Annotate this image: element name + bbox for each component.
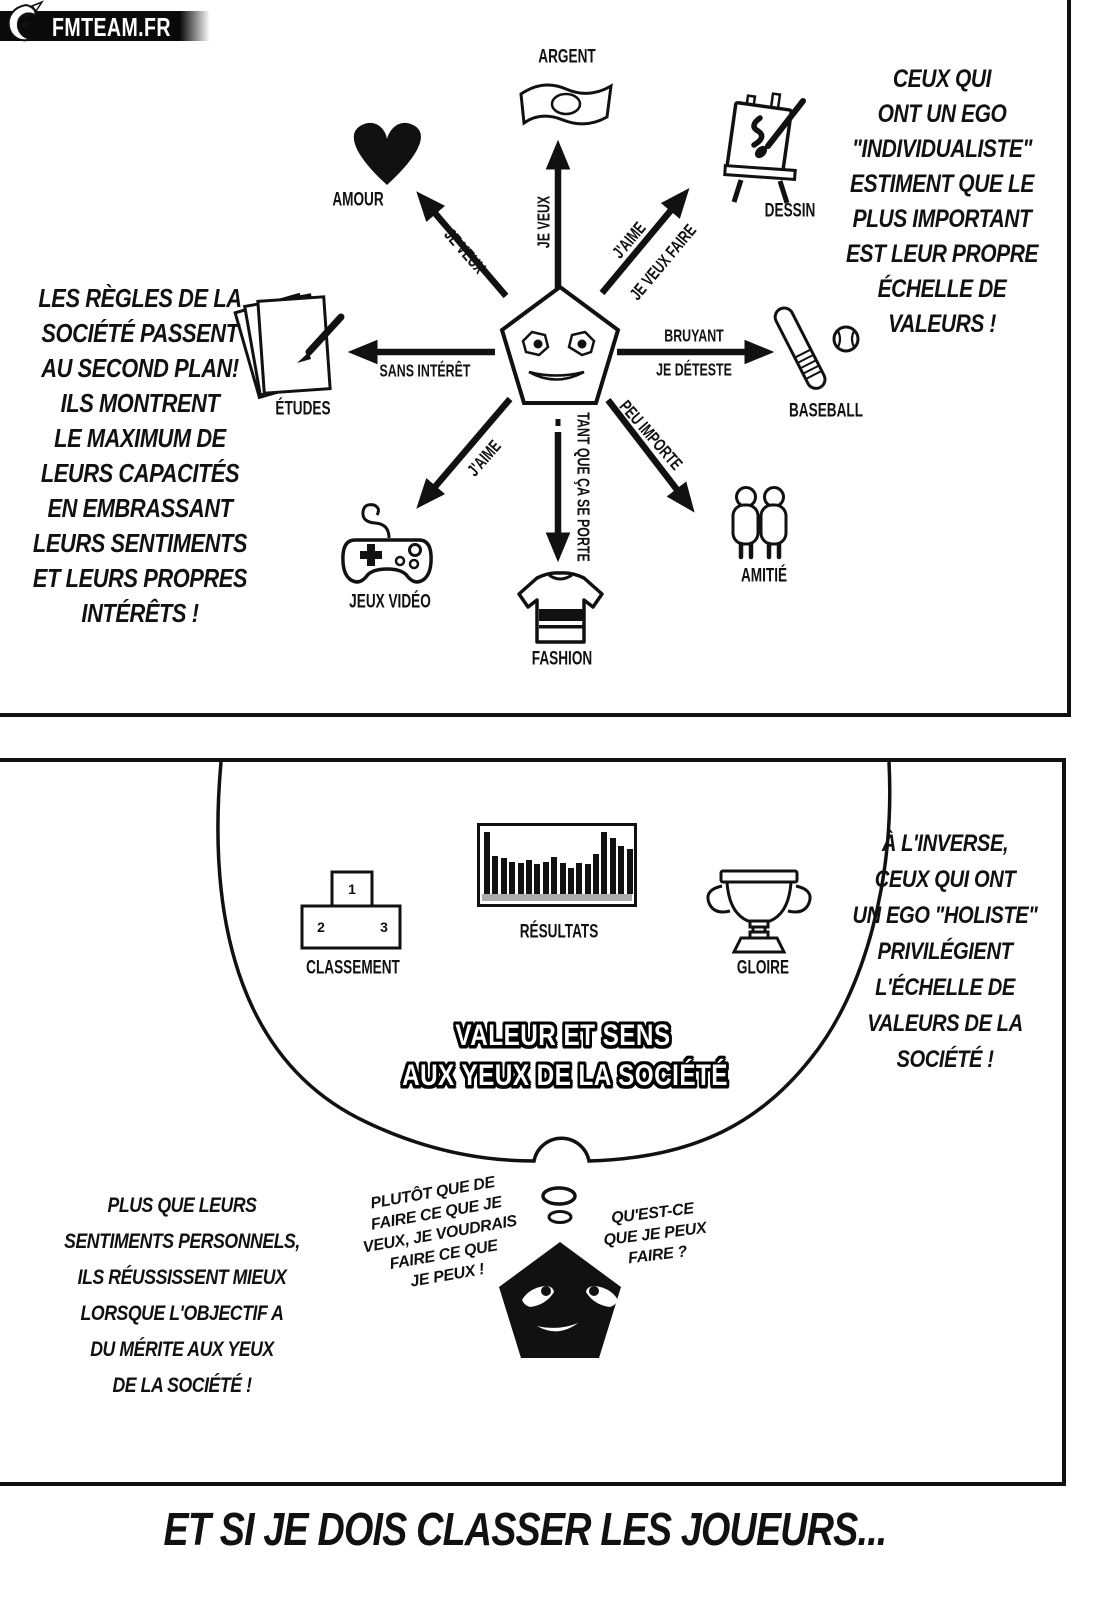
thought-bubble: [216, 761, 892, 1163]
caption-line: L'ÉCHELLE DE: [875, 974, 1015, 1001]
caption-line: LEURS SENTIMENTS: [32, 528, 248, 558]
caption-line: ÉCHELLE DE: [877, 275, 1007, 303]
caption-line: EST LEUR PROPRE: [845, 240, 1039, 268]
panel-1-frame: [0, 0, 1071, 717]
panel2-right-caption: À L'INVERSE, CEUX QUI ONT UN EGO "HOLIST…: [848, 826, 1041, 1078]
caption-line: LEURS CAPACITÉS: [40, 458, 240, 488]
caption-line: CEUX QUI ONT: [874, 866, 1016, 893]
results-chart-icon: [477, 823, 637, 907]
podium-step-1: 1: [348, 881, 356, 897]
baseball-icon: [773, 306, 860, 390]
arrow-label-right-2: JE DÉTESTE: [656, 360, 732, 380]
caption-line: ONT UN EGO: [877, 100, 1007, 128]
caption-line: AU SECOND PLAN!: [41, 353, 239, 383]
easel-icon: [723, 92, 806, 204]
papers-icon: [233, 292, 345, 400]
panel-2-frame: [0, 758, 1066, 1486]
results-chart-baseline: [482, 894, 632, 901]
bubble-title-line-2: AUX YEUX DE LA SOCIÉTÉ: [402, 1059, 728, 1092]
caption-line: PRIVILÉGIENT: [877, 938, 1013, 965]
label-fashion: FASHION: [531, 647, 593, 670]
caption-line: VALEURS DE LA: [867, 1010, 1023, 1037]
caption-line: ESTIMENT QUE LE: [850, 170, 1034, 198]
podium-step-2: 2: [317, 919, 325, 935]
caption-line: DU MÉRITE AUX YEUX: [90, 1338, 274, 1361]
arrow-down-right: [605, 398, 695, 513]
arrow-down-left: [416, 396, 513, 509]
footer-caption: ET SI JE DOIS CLASSER LES JOUEURS...: [163, 1503, 888, 1555]
arrow-label-right-1: BRUYANT: [664, 326, 724, 346]
gamepad-icon: [341, 503, 433, 584]
money-icon: [519, 83, 613, 126]
label-resultats: RÉSULTATS: [519, 920, 599, 943]
podium-icon: [300, 870, 402, 950]
results-bars: [484, 829, 633, 894]
caption-line: EN EMBRASSANT: [47, 493, 233, 523]
pentagon-face-icon: [499, 284, 621, 405]
podium-step-3: 3: [380, 919, 388, 935]
label-classement: CLASSEMENT: [306, 956, 400, 979]
caption-line: DE LA SOCIÉTÉ !: [112, 1374, 252, 1397]
label-jeux-video: JEUX VIDÉO: [349, 590, 431, 613]
logo-banner: [0, 11, 180, 41]
label-baseball: BASEBALL: [788, 399, 864, 422]
caption-line: LE MAXIMUM DE: [54, 423, 226, 453]
label-amour: AMOUR: [332, 188, 384, 211]
caption-line: ILS MONTRENT: [60, 388, 220, 418]
caption-line: ET LEURS PROPRES: [32, 563, 248, 593]
caption-line: UN EGO "HOLISTE": [852, 902, 1038, 929]
label-dessin: DESSIN: [764, 199, 816, 222]
panel1-right-caption: CEUX QUI ONT UN EGO "INDIVIDUALISTE" EST…: [841, 62, 1043, 342]
dragon-icon: [7, 0, 44, 42]
heart-icon: [353, 122, 421, 185]
friends-icon: [731, 486, 788, 560]
black-pentagon-face-icon: [499, 1242, 621, 1358]
panel2-left-caption: PLUS QUE LEURS SENTIMENTS PERSONNELS, IL…: [31, 1188, 333, 1404]
caption-line: ILS RÉUSSISSENT MIEUX: [77, 1266, 287, 1289]
bubble-title-line-1: VALEUR ET SENS: [455, 1019, 671, 1052]
caption-line: CEUX QUI: [892, 65, 992, 93]
spoke-arrows: [347, 139, 775, 563]
tshirt-icon: [517, 571, 604, 644]
arrow-label-left: SANS INTÉRÊT: [379, 361, 471, 381]
site-logo-text: FMTEAM.FR: [52, 12, 171, 42]
label-etudes: ÉTUDES: [275, 397, 331, 420]
caption-line: "INDIVIDUALISTE": [851, 135, 1033, 163]
caption-line: PLUS IMPORTANT: [852, 205, 1032, 233]
arrow-up-left: [416, 191, 509, 299]
caption-line: VALEURS !: [888, 310, 996, 338]
panel1-left-caption: LES RÈGLES DE LA SOCIÉTÉ PASSENT AU SECO…: [22, 281, 257, 631]
caption-line: SOCIÉTÉ !: [896, 1046, 994, 1073]
trophy-icon: [706, 869, 812, 954]
label-argent: ARGENT: [538, 45, 596, 68]
thought-dot-large: [541, 1186, 577, 1206]
caption-line: PLUS QUE LEURS: [107, 1194, 257, 1217]
caption-line: SENTIMENTS PERSONNELS,: [64, 1230, 300, 1253]
logo-banner-fade: [180, 11, 210, 41]
label-amitie: AMITIÉ: [740, 564, 788, 587]
caption-line: À L'INVERSE,: [881, 830, 1009, 857]
caption-line: LORSQUE L'OBJECTIF A: [80, 1302, 284, 1325]
caption-line: INTÉRÊTS !: [81, 598, 199, 628]
caption-line: LES RÈGLES DE LA: [38, 283, 242, 313]
label-gloire: GLOIRE: [736, 956, 790, 979]
thought-dot-small: [547, 1210, 573, 1224]
arrow-up-right: [599, 188, 690, 296]
caption-line: SOCIÉTÉ PASSENT: [41, 318, 239, 348]
ego-diagram: [233, 83, 860, 644]
